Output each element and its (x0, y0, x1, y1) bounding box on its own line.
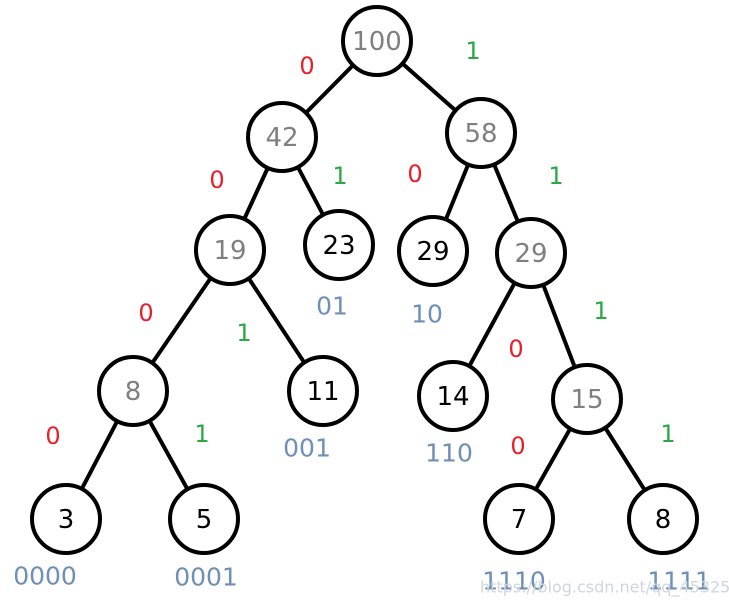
node-value: 8 (125, 377, 142, 407)
node-value: 7 (511, 505, 528, 535)
node-value: 11 (306, 377, 339, 407)
edge-bit-label: 0 (209, 166, 224, 194)
node-value: 3 (58, 505, 75, 535)
edge-bit-label: 1 (548, 162, 563, 190)
node-circle (303, 209, 375, 281)
tree-node-n8a: 8 (97, 355, 169, 427)
leaf-code-label: 10 (411, 300, 443, 329)
node-value: 29 (514, 239, 547, 269)
node-circle (483, 483, 555, 555)
tree-node-n5: 5 (168, 483, 240, 555)
tree-node-n42: 42 (246, 101, 318, 173)
node-circle (287, 355, 359, 427)
node-circle (397, 215, 469, 287)
tree-node-n11: 11 (287, 355, 359, 427)
edge-bit-label: 1 (660, 420, 675, 448)
node-value: 29 (416, 237, 449, 267)
tree-node-n8b: 8 (627, 483, 699, 555)
edge-bit-label: 1 (465, 37, 480, 65)
node-value: 5 (196, 505, 213, 535)
node-circle (627, 483, 699, 555)
edge-bit-label: 0 (138, 299, 153, 327)
tree-node-n58: 58 (445, 97, 517, 169)
tree-node-n3: 3 (30, 483, 102, 555)
node-value: 42 (265, 123, 298, 153)
node-value: 8 (655, 505, 672, 535)
node-circle (168, 483, 240, 555)
edge-bit-label: 0 (510, 432, 525, 460)
leaf-code-label: 110 (425, 439, 473, 468)
node-value: 15 (570, 385, 603, 415)
tree-node-n14: 14 (417, 360, 489, 432)
edge-bit-label: 1 (332, 162, 347, 190)
node-value: 14 (436, 382, 469, 412)
node-circle (495, 217, 567, 289)
node-value: 58 (464, 119, 497, 149)
node-circle (341, 5, 413, 77)
edge-bit-label: 0 (45, 422, 60, 450)
leaf-code-label: 1110 (482, 567, 546, 596)
node-value: 23 (322, 231, 355, 261)
edge-bit-label: 0 (508, 335, 523, 363)
tree-node-n29a: 29 (397, 215, 469, 287)
watermark-text: https://blog.csdn.net/qq_45325428 (480, 578, 729, 598)
tree-node-n29b: 29 (495, 217, 567, 289)
tree-node-n7: 7 (483, 483, 555, 555)
node-circle (246, 101, 318, 173)
edge-bit-label: 1 (194, 420, 209, 448)
tree-edges (64, 39, 665, 521)
tree-node-n100: 100 (341, 5, 413, 77)
node-circle (417, 360, 489, 432)
node-circle (194, 214, 266, 286)
node-circle (30, 483, 102, 555)
node-circle (551, 363, 623, 435)
node-value: 19 (213, 236, 246, 266)
edge-bit-label: 0 (407, 160, 422, 188)
edge-bit-label: 0 (299, 52, 314, 80)
leaf-code-label: 01 (316, 292, 348, 321)
node-circle (445, 97, 517, 169)
tree-node-n15: 15 (551, 363, 623, 435)
edge-bit-label: 1 (236, 319, 251, 347)
leaf-code-label: 0000 (13, 562, 77, 591)
node-circle (97, 355, 169, 427)
edge-bit-label: 1 (593, 297, 608, 325)
leaf-code-label: 0001 (174, 563, 238, 592)
leaf-code-label: 1111 (647, 567, 711, 596)
leaf-code-label: 001 (283, 434, 331, 463)
node-value: 100 (352, 27, 402, 57)
tree-node-n23: 23 (303, 209, 375, 281)
tree-node-n19: 19 (194, 214, 266, 286)
